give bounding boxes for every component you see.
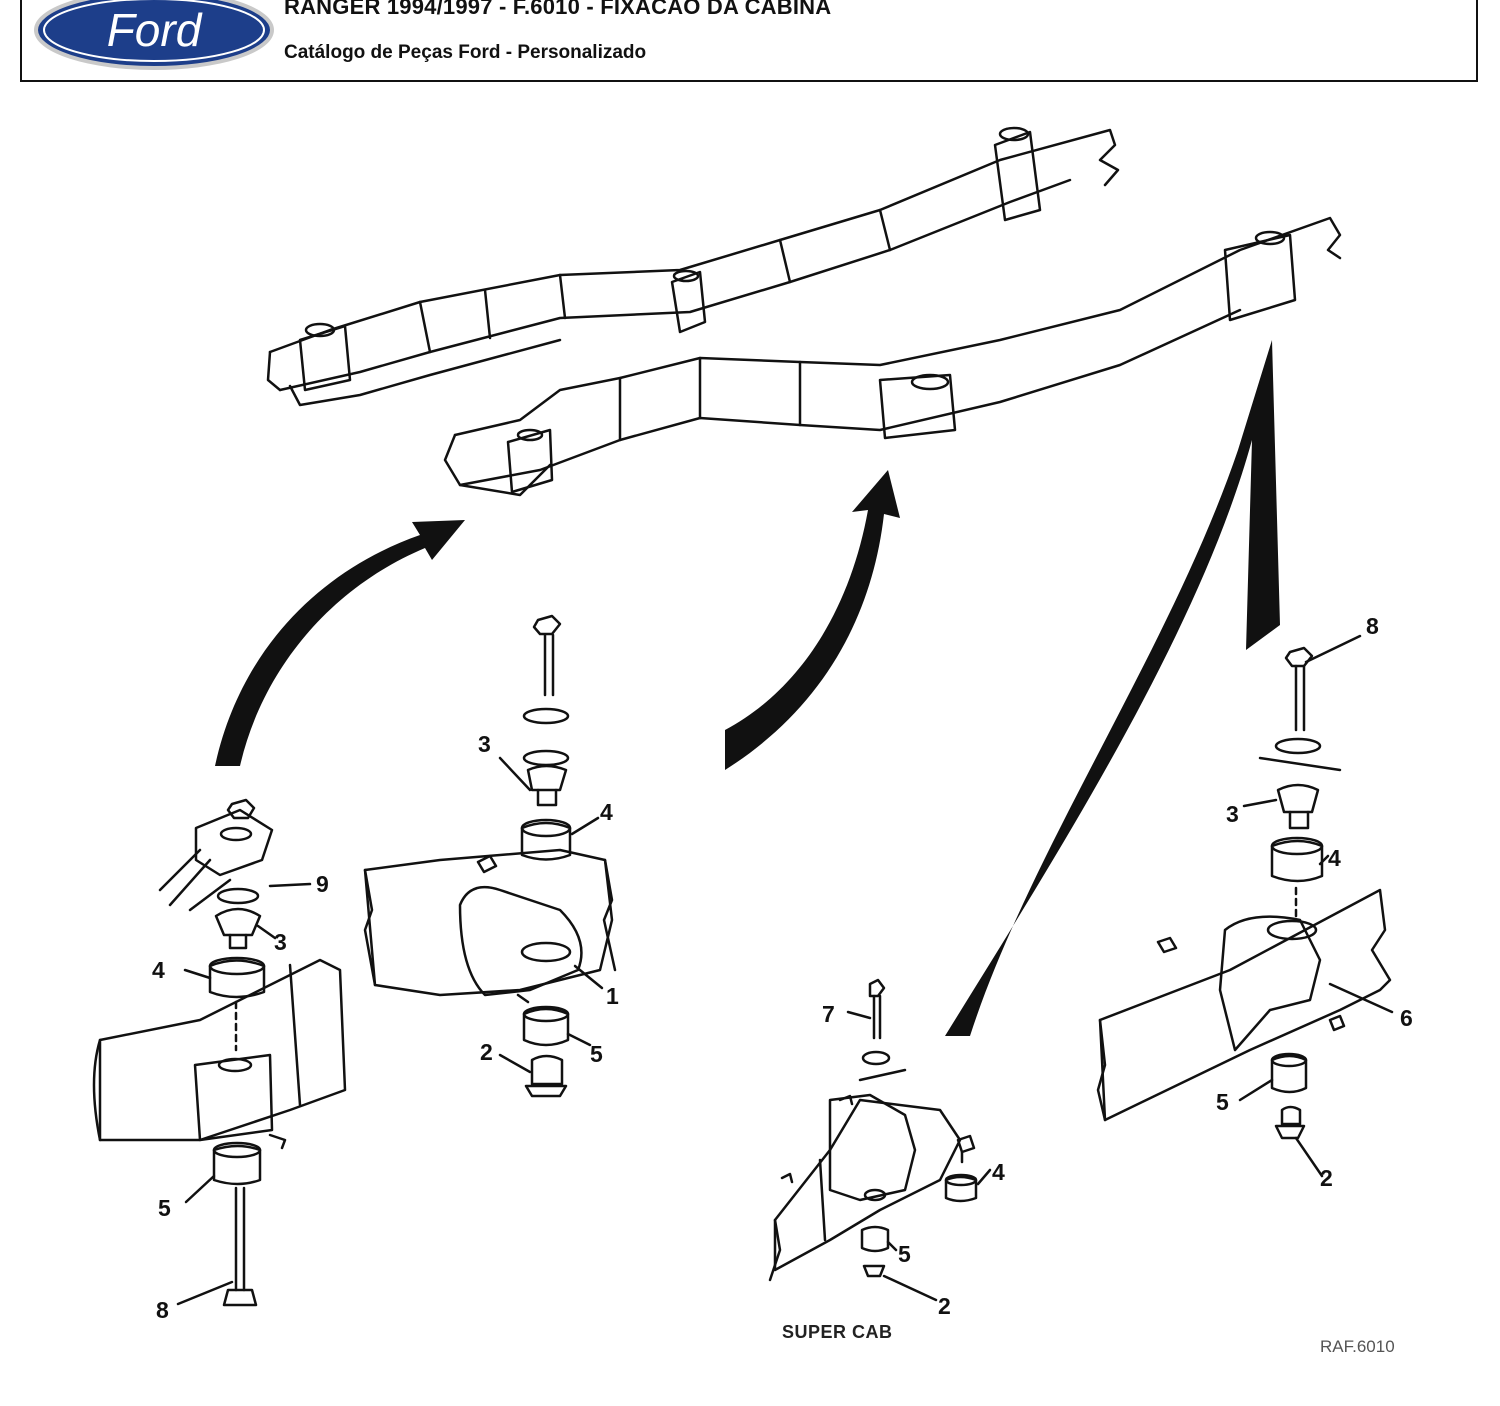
callout-mid-2: 2 bbox=[480, 1039, 493, 1065]
arrow-to-front-mount bbox=[215, 520, 465, 766]
exploded-parts-diagram: 9 3 4 5 8 3 4 1 2 5 7 4 5 2 8 3 4 6 5 2 … bbox=[92, 126, 1413, 1356]
page-subtitle: Catálogo de Peças Ford - Personalizado bbox=[284, 42, 647, 63]
callout-numbers: 9 3 4 5 8 3 4 1 2 5 7 4 5 2 8 3 4 6 5 2 bbox=[152, 613, 1413, 1323]
left-mount-assembly bbox=[92, 798, 347, 1307]
callout-right-8: 8 bbox=[1366, 613, 1379, 639]
callout-left-4: 4 bbox=[152, 957, 165, 983]
callout-left-9: 9 bbox=[316, 871, 329, 897]
arrow-to-middle-mount bbox=[725, 470, 900, 770]
ford-logo: Ford bbox=[34, 0, 274, 70]
callout-right-3: 3 bbox=[1226, 801, 1239, 827]
ford-logo-text: Ford bbox=[107, 4, 203, 56]
chassis-frame bbox=[266, 126, 1342, 497]
callout-right-2: 2 bbox=[1320, 1165, 1333, 1191]
callout-left-3: 3 bbox=[274, 929, 287, 955]
arrow-to-rear-mount-super-cab bbox=[945, 340, 1280, 1036]
mounting-arrows bbox=[215, 340, 1280, 1036]
callout-super-cab-2: 2 bbox=[938, 1293, 951, 1319]
super-cab-mount-assembly bbox=[768, 978, 992, 1302]
callout-right-4: 4 bbox=[1328, 845, 1341, 871]
super-cab-label: SUPER CAB bbox=[782, 1322, 893, 1342]
callout-right-5: 5 bbox=[1216, 1089, 1229, 1115]
figure-code: RAF.6010 bbox=[1320, 1337, 1395, 1356]
header-box: Ford RANGER 1994/1997 - F.6010 - FIXACAO… bbox=[20, 0, 1478, 82]
callout-super-cab-7: 7 bbox=[822, 1001, 835, 1027]
callout-right-6: 6 bbox=[1400, 1005, 1413, 1031]
callout-mid-1: 1 bbox=[606, 983, 619, 1009]
callout-left-8: 8 bbox=[156, 1297, 169, 1323]
callout-mid-3: 3 bbox=[478, 731, 491, 757]
callout-super-cab-4: 4 bbox=[992, 1159, 1005, 1185]
right-mount-assembly bbox=[1096, 634, 1394, 1178]
callout-mid-4: 4 bbox=[600, 799, 613, 825]
middle-mount-assembly bbox=[363, 614, 617, 1098]
callout-left-5: 5 bbox=[158, 1195, 171, 1221]
callout-mid-5: 5 bbox=[590, 1041, 603, 1067]
page-title: RANGER 1994/1997 - F.6010 - FIXACAO DA C… bbox=[284, 0, 832, 19]
callout-super-cab-5: 5 bbox=[898, 1241, 911, 1267]
